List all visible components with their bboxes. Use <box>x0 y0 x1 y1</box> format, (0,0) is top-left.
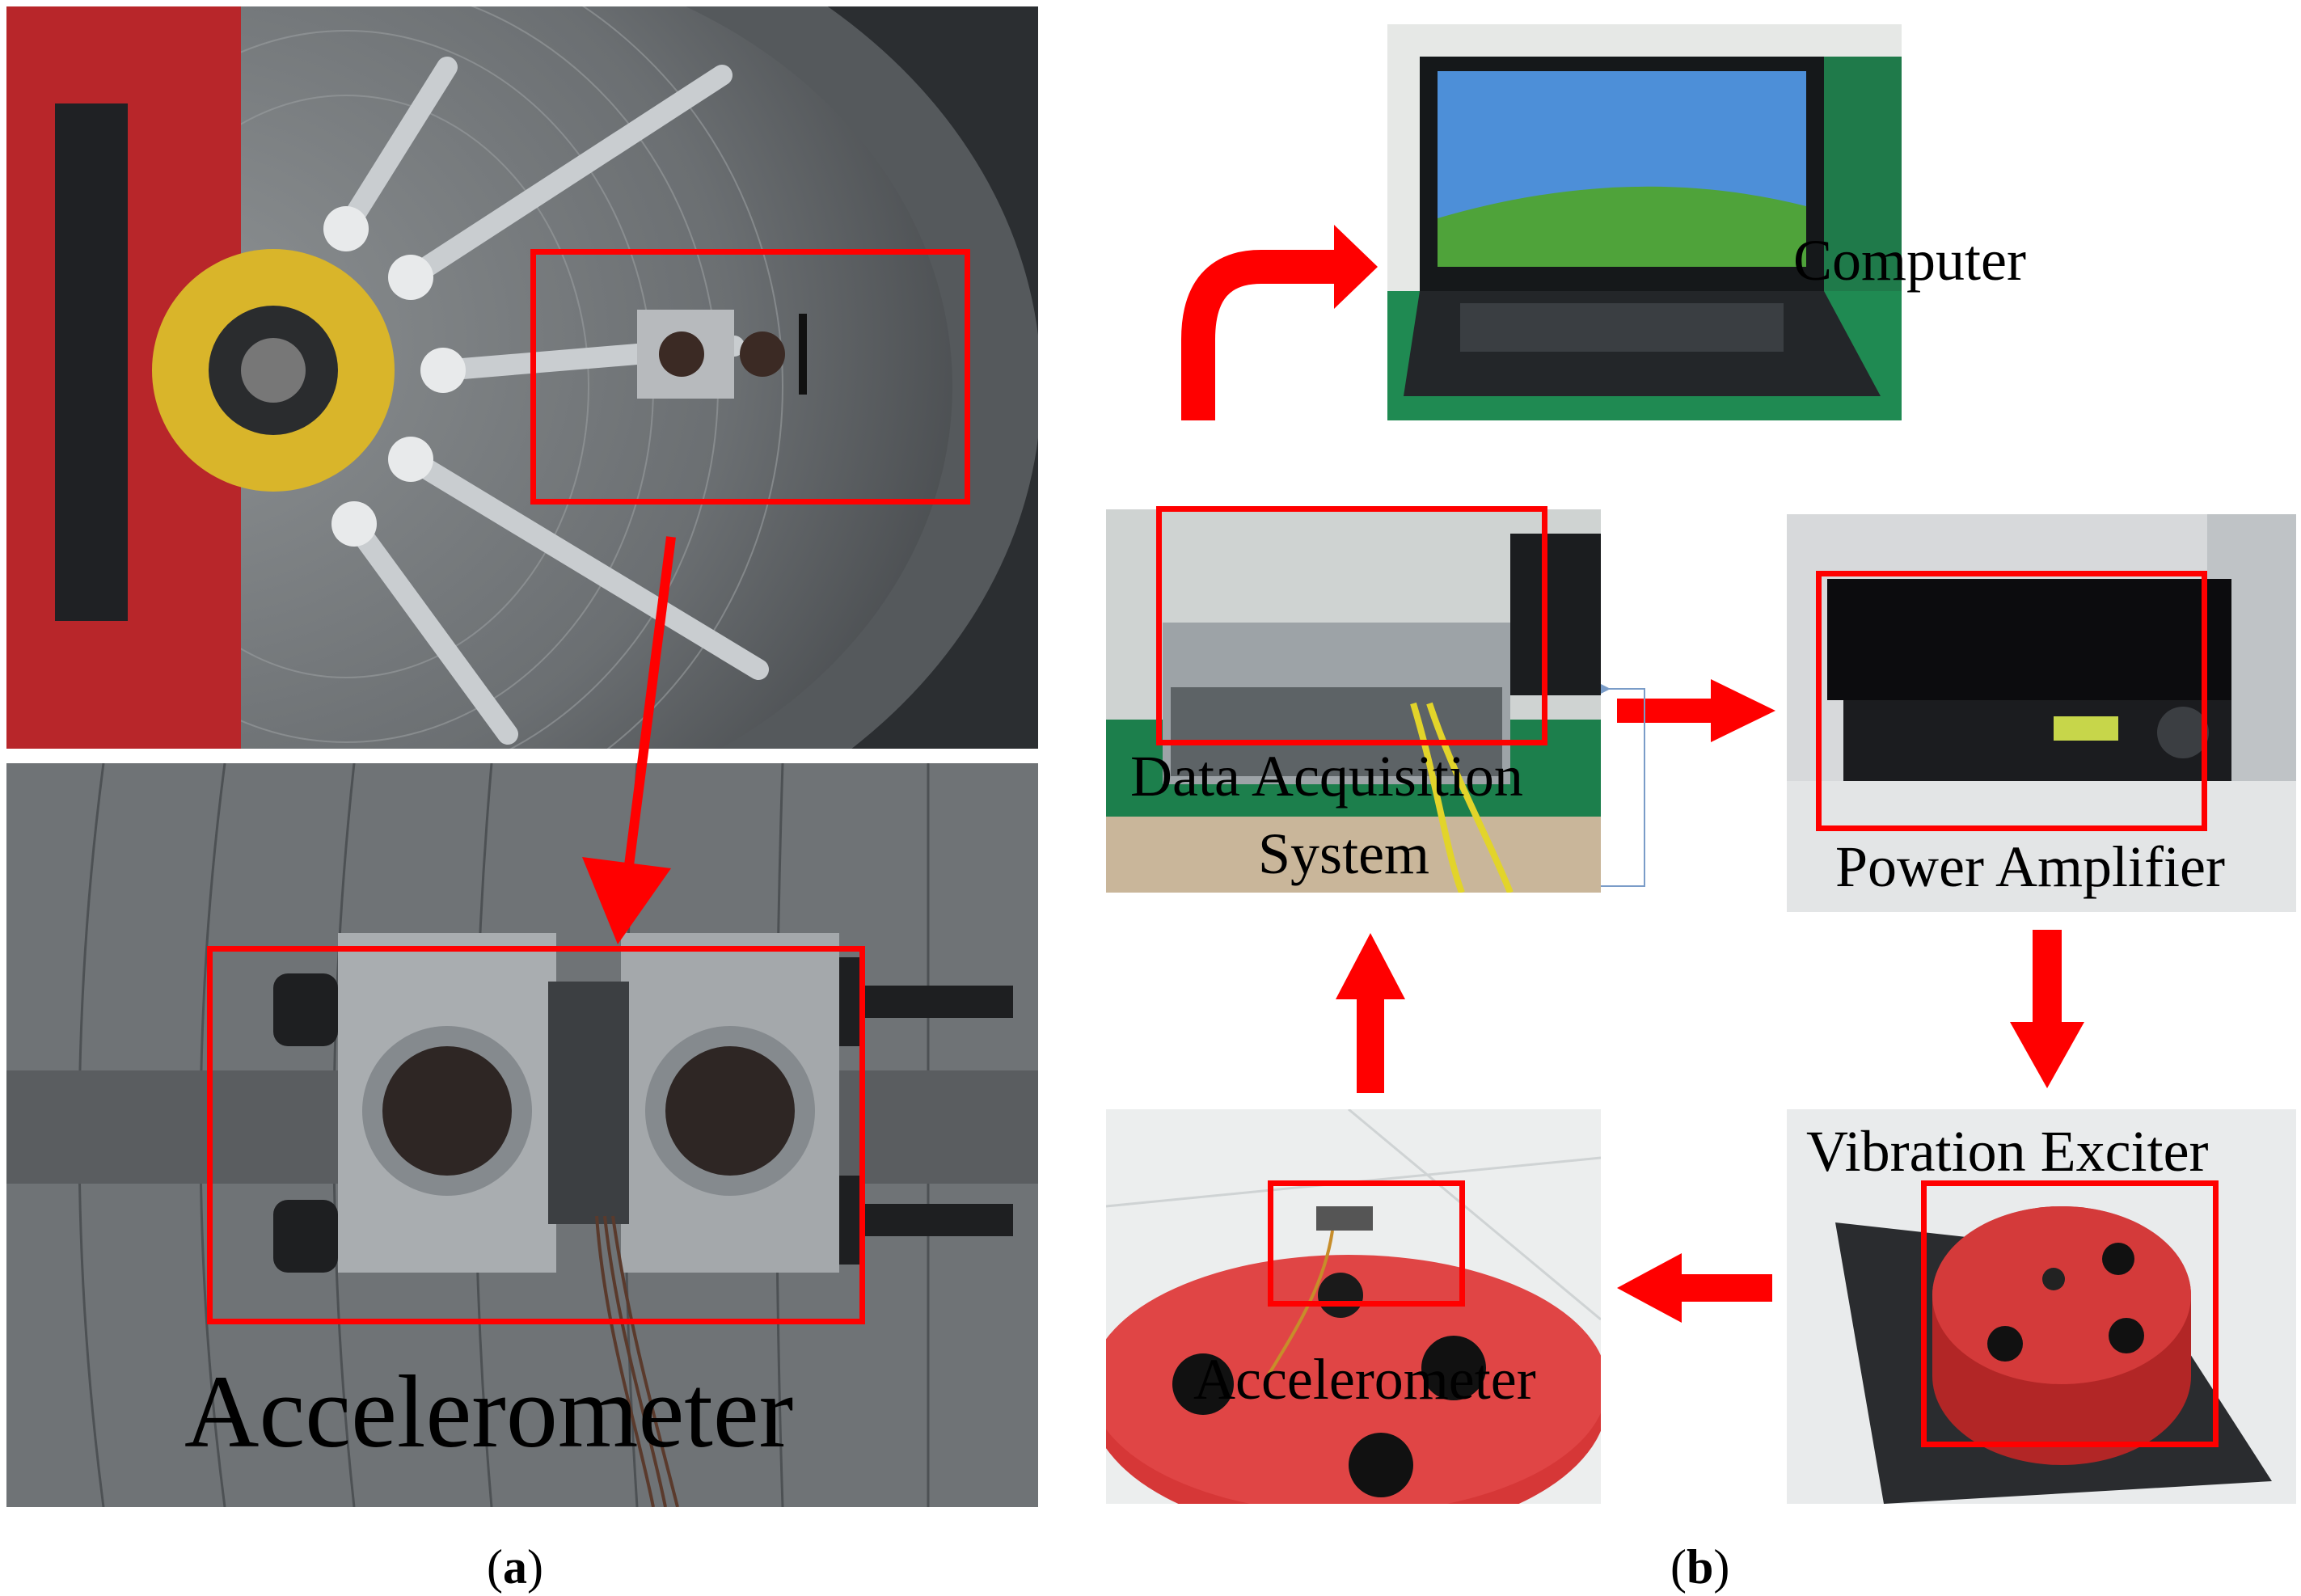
highlight-box-accelerometer-sensor <box>1268 1180 1465 1307</box>
arrow-exciter-to-accelerometer <box>1617 1253 1772 1323</box>
vibration-exciter-photo <box>1787 1109 2296 1504</box>
highlight-box-accelerometer-closeup <box>207 946 865 1324</box>
label-daq-line1: Data Acquisition <box>1130 744 1523 809</box>
caption-a-open: ( <box>487 1540 503 1594</box>
computer-photo <box>1387 24 1902 420</box>
data-acquisition-photo <box>1106 509 1601 893</box>
label-accelerometer-b: Accelerometer <box>1193 1347 1536 1412</box>
highlight-box-exciter <box>1921 1180 2219 1447</box>
label-power-amplifier: Power Amplifier <box>1835 834 2225 899</box>
label-vibration-exciter: Vibration Exciter <box>1806 1119 2209 1184</box>
arrow-daq-to-amplifier <box>1617 679 1775 742</box>
highlight-box-rotor <box>530 249 970 505</box>
caption-b-open: ( <box>1670 1540 1687 1594</box>
highlight-box-daq <box>1156 506 1547 745</box>
caption-a-letter: a <box>502 1540 527 1594</box>
label-accelerometer-a: Accelerometer <box>184 1354 794 1469</box>
arrow-amplifier-to-exciter <box>2010 930 2084 1088</box>
power-amplifier-photo <box>1787 514 2296 912</box>
caption-a: (a) <box>487 1539 543 1595</box>
caption-b: (b) <box>1670 1539 1729 1595</box>
label-daq-line2: System <box>1258 821 1430 886</box>
arrow-accelerometer-to-daq <box>1336 933 1405 1093</box>
rotor-photo <box>6 6 1038 749</box>
arrow-zoom-a <box>582 536 676 944</box>
caption-b-close: ) <box>1713 1540 1730 1594</box>
label-computer: Computer <box>1793 228 2026 293</box>
highlight-box-amplifier <box>1816 571 2207 831</box>
caption-a-close: ) <box>526 1540 543 1594</box>
caption-b-letter: b <box>1686 1540 1714 1594</box>
accelerometer-closeup-photo <box>6 763 1038 1507</box>
arrow-daq-to-computer <box>1181 225 1378 420</box>
accelerometer-on-exciter-photo <box>1106 1109 1601 1504</box>
